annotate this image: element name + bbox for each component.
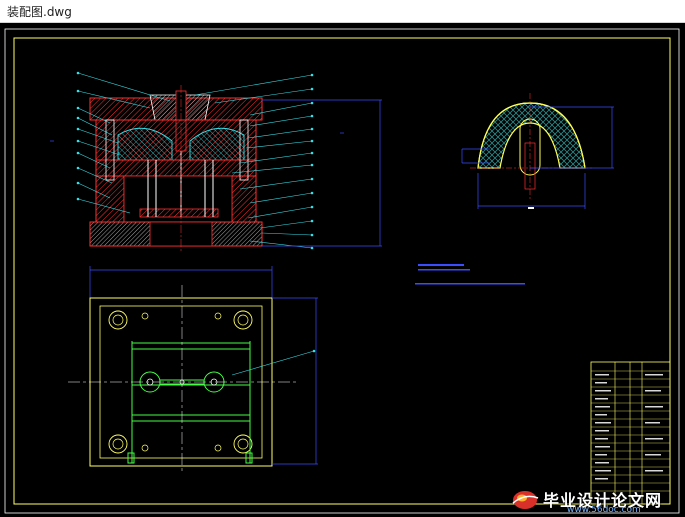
product-dim-mark [528, 207, 534, 209]
leader-lines-right [194, 74, 313, 249]
watermark: 毕业设计论文网 www.56doc.com [509, 487, 679, 515]
bom-table [590, 361, 671, 505]
leader-lines-left [77, 72, 171, 214]
plan-view [68, 266, 318, 471]
drawing-svg [4, 28, 680, 514]
balloon-dots [76, 71, 314, 250]
title-bar: 装配图.dwg [0, 0, 685, 23]
section-view [89, 85, 263, 253]
watermark-url: www.56doc.com [567, 505, 641, 515]
globe-logo-icon [512, 491, 539, 509]
watermark-text: 毕业设计论文网 [543, 491, 663, 510]
drawing-frame [4, 28, 680, 514]
window-title: 装配图.dwg [7, 5, 72, 19]
drawing-canvas[interactable]: 毕业设计论文网 www.56doc.com [0, 23, 685, 517]
product-view [470, 93, 592, 201]
product-dimensions [461, 106, 614, 209]
technical-notes [415, 264, 525, 285]
section-dimensions [50, 99, 382, 247]
